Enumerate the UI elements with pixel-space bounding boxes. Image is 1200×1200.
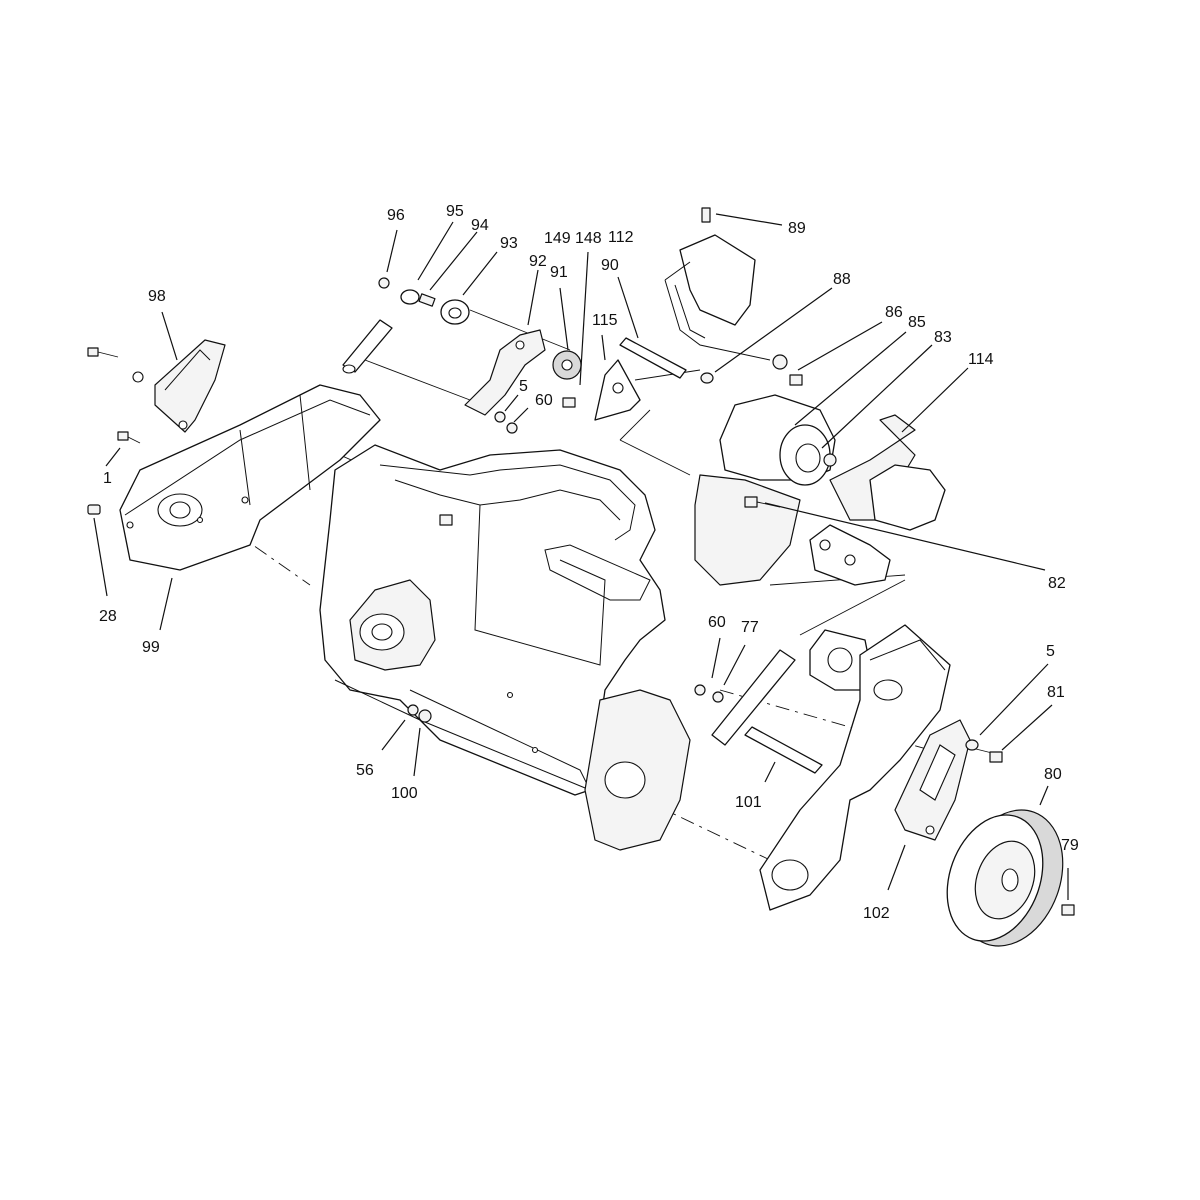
bolt-upper-left bbox=[87, 347, 144, 383]
alignment-lines bbox=[159, 309, 1001, 861]
callout-98: 98 bbox=[148, 288, 166, 305]
callout-60-lower: 60 bbox=[708, 614, 726, 631]
callout-115: 115 bbox=[592, 312, 618, 329]
callout-100: 100 bbox=[391, 785, 418, 802]
fasteners-5-81 bbox=[965, 739, 1003, 763]
wheel-80 bbox=[946, 809, 1075, 947]
leader-lines bbox=[93, 213, 1069, 900]
callout-85: 85 bbox=[908, 314, 926, 331]
callout-56: 56 bbox=[356, 762, 374, 779]
shaft-101 bbox=[744, 726, 823, 774]
washer-stack bbox=[378, 277, 470, 325]
callout-102: 102 bbox=[863, 905, 890, 922]
callout-60-upper: 60 bbox=[535, 392, 553, 409]
auger-housing bbox=[319, 444, 691, 851]
bracket-98 bbox=[154, 339, 226, 433]
callout-91: 91 bbox=[550, 264, 568, 281]
callout-82: 82 bbox=[1048, 575, 1066, 592]
callout-99: 99 bbox=[142, 639, 160, 656]
callout-83: 83 bbox=[934, 329, 952, 346]
motor-assembly bbox=[694, 394, 946, 586]
bolt-28 bbox=[87, 504, 101, 515]
bolt-1 bbox=[117, 431, 141, 444]
callout-93: 93 bbox=[500, 235, 518, 252]
callout-79: 79 bbox=[1061, 837, 1079, 854]
flange-plate bbox=[809, 629, 871, 691]
callout-labels: 96 95 94 93 92 91 149 148 112 90 115 89 … bbox=[99, 203, 1079, 922]
callout-81: 81 bbox=[1047, 684, 1065, 701]
callout-101: 101 bbox=[735, 794, 762, 811]
callout-96: 96 bbox=[387, 207, 405, 224]
pin-90 bbox=[619, 337, 714, 384]
callout-1: 1 bbox=[103, 470, 112, 487]
chute-bracket-92 bbox=[464, 329, 546, 416]
callout-95: 95 bbox=[446, 203, 464, 220]
callout-28: 28 bbox=[99, 608, 117, 625]
shaft-upper bbox=[342, 319, 393, 374]
fasteners-5-60 bbox=[494, 397, 576, 434]
callout-94: 94 bbox=[471, 217, 489, 234]
chute-crank bbox=[664, 207, 803, 386]
callout-89: 89 bbox=[788, 220, 806, 237]
callout-149: 149 bbox=[544, 230, 571, 247]
callout-90: 90 bbox=[601, 257, 619, 274]
callout-80: 80 bbox=[1044, 766, 1062, 783]
callout-86: 86 bbox=[885, 304, 903, 321]
shaft-77 bbox=[694, 649, 796, 746]
callout-114: 114 bbox=[968, 351, 994, 368]
nut-washer-56-100 bbox=[407, 704, 432, 723]
right-side-plate bbox=[759, 624, 951, 911]
callout-5-upper: 5 bbox=[519, 378, 528, 395]
bracket-102 bbox=[894, 719, 971, 841]
callout-77: 77 bbox=[741, 619, 759, 636]
gear-91 bbox=[552, 350, 582, 380]
callout-5-lower: 5 bbox=[1046, 643, 1055, 660]
callout-148: 148 bbox=[575, 230, 602, 247]
callout-112: 112 bbox=[608, 229, 634, 246]
callout-92: 92 bbox=[529, 253, 547, 270]
plate-115 bbox=[594, 359, 641, 421]
callout-88: 88 bbox=[833, 271, 851, 288]
left-side-plate bbox=[119, 384, 381, 571]
